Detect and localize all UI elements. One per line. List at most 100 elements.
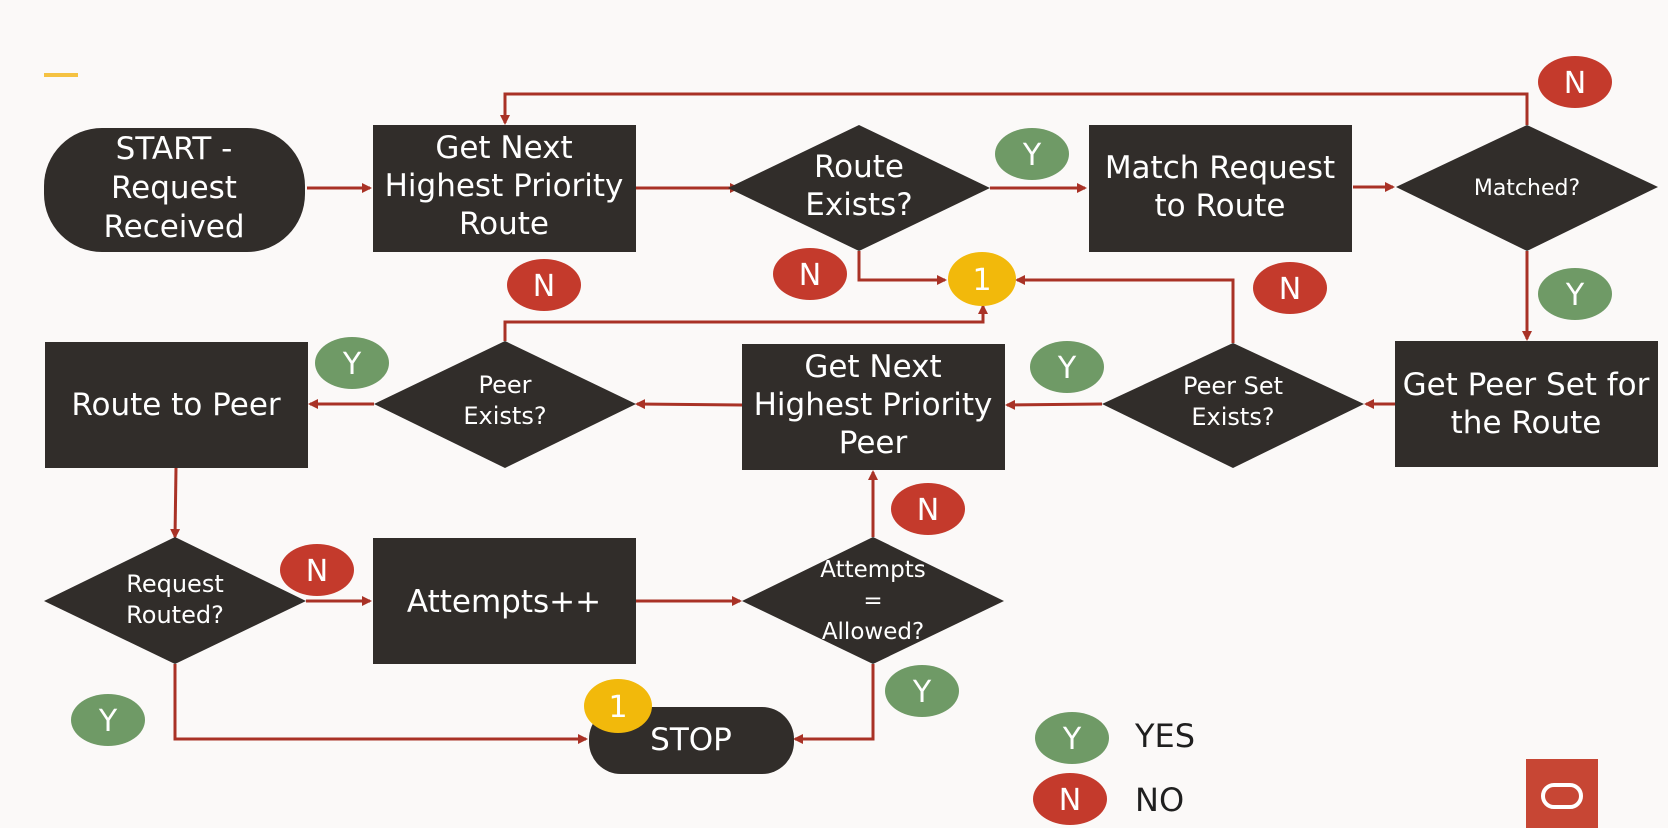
node-label-line: Get Next xyxy=(804,349,941,385)
node-label-line: Attempts++ xyxy=(407,584,601,620)
node-label-line: Get Next xyxy=(435,130,572,166)
node-label-line: Peer xyxy=(478,371,531,399)
node-label-line: Exists? xyxy=(463,402,546,430)
yes-badge-label: Y xyxy=(1565,278,1585,313)
yes-badge-matched: Y xyxy=(1538,268,1612,320)
node-label-line: Peer Set xyxy=(1183,372,1283,400)
node-label-line: Request xyxy=(111,170,237,206)
no-badge-label: N xyxy=(917,493,939,528)
legend-no-label: NO xyxy=(1135,781,1184,819)
legend-yes-item: Y YES xyxy=(1035,712,1195,764)
ref-marker-label: 1 xyxy=(608,690,627,725)
route-to-peer-node xyxy=(45,342,308,468)
connector-route-exists-no-to-ref xyxy=(857,251,947,285)
node-label-line: Request xyxy=(126,570,224,598)
node-label-line: Route xyxy=(814,149,904,185)
no-badge-label: N xyxy=(306,554,328,589)
matched-decision xyxy=(1396,125,1658,251)
ref-marker-label: 1 xyxy=(972,263,991,298)
get-peer-set-node xyxy=(1395,341,1658,467)
node-label-line: Match Request xyxy=(1105,150,1335,186)
connector-get-peer-to-peer-exists xyxy=(635,399,743,410)
legend-yes-label: YES xyxy=(1134,717,1195,755)
node-label-line: STOP xyxy=(650,722,732,758)
no-badge-label: N xyxy=(1279,272,1301,307)
yes-badge-label: Y xyxy=(1057,351,1077,386)
attempts-increment-node xyxy=(373,538,636,664)
stop-node-label: STOP xyxy=(650,722,732,758)
node-label-line: = xyxy=(863,588,882,614)
ref-marker-top: 1 xyxy=(948,252,1016,306)
matched-label: Matched? xyxy=(1474,176,1580,201)
yes-badge-label: Y xyxy=(342,347,362,382)
connector-allowed-yes-to-stop xyxy=(793,664,875,744)
node-label-line: Allowed? xyxy=(822,619,924,645)
ref-marker-stop: 1 xyxy=(584,679,652,733)
yes-badge-peer-exists: Y xyxy=(315,337,389,389)
request-routed-decision xyxy=(44,537,306,664)
node-label-line: Routed? xyxy=(126,601,224,629)
legend: Y YES N NO xyxy=(1033,712,1195,825)
node-label-line: Exists? xyxy=(805,187,912,223)
node-label-line: Received xyxy=(103,209,244,245)
node-label-line: START - xyxy=(116,131,233,167)
yes-badge-label: Y xyxy=(1022,138,1042,173)
connector-matched-no-loop xyxy=(500,92,1529,125)
connector-route-to-peer-to-request-routed xyxy=(170,467,181,539)
match-request-node xyxy=(1089,125,1352,252)
no-badge-route-exists: N xyxy=(773,248,847,300)
node-label-line: Highest Priority xyxy=(385,168,624,204)
node-label-line: the Route xyxy=(1451,405,1602,441)
no-badge-label: N xyxy=(799,258,821,293)
no-badge-label: N xyxy=(1564,66,1586,101)
no-badge-label: N xyxy=(533,269,555,304)
node-label-line: to Route xyxy=(1155,188,1286,224)
attempts-increment-node-label: Attempts++ xyxy=(407,584,601,620)
yes-badge-peer-set-exists: Y xyxy=(1030,341,1104,393)
no-badge-get-route: N xyxy=(507,259,581,311)
node-label-line: Route xyxy=(459,206,549,242)
node-label-line: Get Peer Set for xyxy=(1403,367,1650,403)
no-badge-matched: N xyxy=(1538,56,1612,108)
connectors xyxy=(170,92,1532,744)
yes-badge-route-exists: Y xyxy=(995,128,1069,180)
no-badge-attempts-allowed: N xyxy=(891,483,965,535)
yes-badge-label: Y xyxy=(98,704,118,739)
node-label-line: Peer xyxy=(839,425,908,461)
start-node xyxy=(44,128,305,252)
route-exists-decision xyxy=(728,125,990,251)
connector-peer-set-no-to-ref xyxy=(1015,275,1235,343)
yes-badge-attempts-allowed: Y xyxy=(885,665,959,717)
attempts-allowed-label: Attempts = Allowed? xyxy=(820,557,926,645)
connector-peer-set-exists-to-get-peer xyxy=(1005,399,1103,410)
yes-badge-label: Y xyxy=(912,675,932,710)
yes-badge-request-routed: Y xyxy=(71,694,145,746)
legend-no-badge-label: N xyxy=(1059,783,1081,818)
oracle-logo-icon xyxy=(1526,759,1598,828)
node-label-line: Matched? xyxy=(1474,176,1580,201)
legend-no-item: N NO xyxy=(1033,773,1184,825)
badges: N Y N N N Y Y Y xyxy=(71,56,1612,746)
node-label-line: Exists? xyxy=(1191,403,1274,431)
accent-bar xyxy=(44,73,78,77)
legend-yes-badge-label: Y xyxy=(1062,722,1082,757)
no-badge-peer-set: N xyxy=(1253,262,1327,314)
node-label-line: Highest Priority xyxy=(754,387,993,423)
attempts-allowed-decision xyxy=(742,537,1004,664)
node-label-line: Attempts xyxy=(820,557,926,583)
no-badge-request-routed: N xyxy=(280,544,354,596)
connector-request-routed-yes-to-stop xyxy=(173,664,588,744)
get-peer-node xyxy=(742,344,1005,470)
get-route-node xyxy=(373,125,636,252)
peer-exists-decision xyxy=(374,341,636,468)
